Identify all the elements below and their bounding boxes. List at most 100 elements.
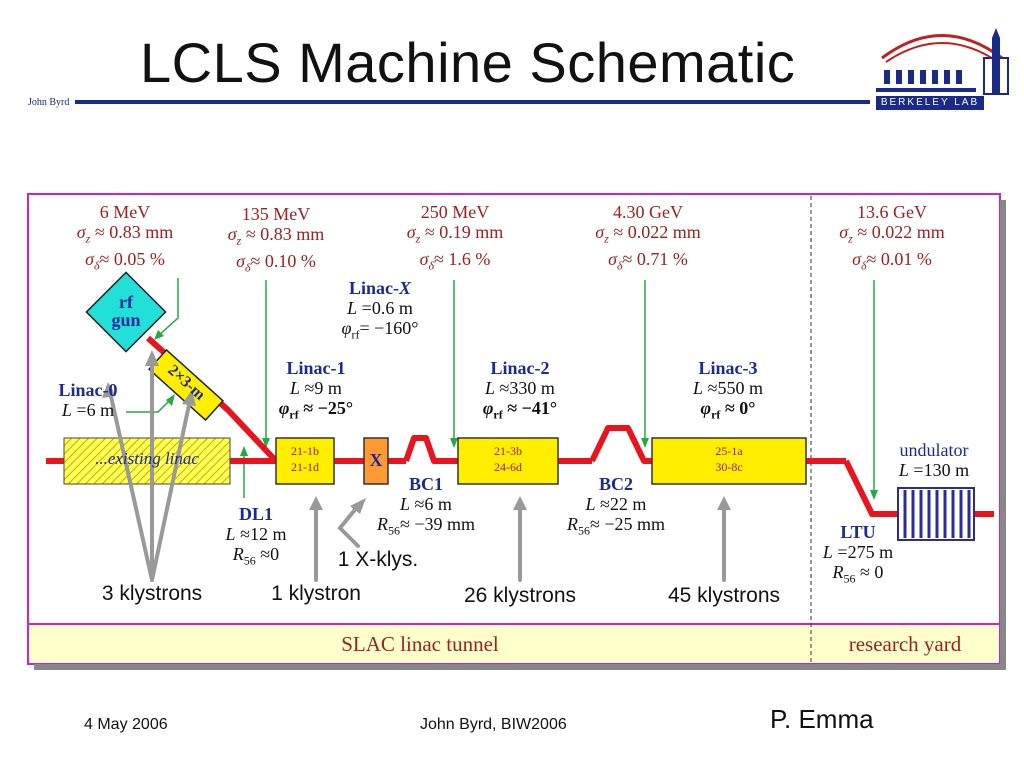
dl1-r56: ≈0: [260, 544, 280, 564]
linac3-box: [651, 437, 807, 485]
bc2-length: ≈22 m: [600, 494, 647, 514]
param-sigma-d: 0.05 %: [113, 248, 165, 269]
linac-x-label: Linac-X L =0.6 m φrf= −160°: [341, 278, 419, 342]
param-13gev: 13.6 GeV σz ≈ 0.022 mm σδ≈ 0.01 %: [839, 202, 945, 273]
param-135mev: 135 MeV σz ≈ 0.83 mm σδ≈ 0.10 %: [227, 204, 325, 275]
param-energy: 6 MeV: [99, 202, 151, 222]
existing-linac-label: ...existing linac: [95, 449, 199, 468]
linac3-box-label: 25-1a 30-8c: [652, 443, 806, 475]
klystrons-x-label: 1 X-klys.: [337, 548, 419, 571]
param-250mev: 250 MeV σz ≈ 0.19 mm σδ≈ 1.6 %: [406, 202, 504, 273]
pointer-arrowheads: [154, 330, 878, 500]
undulator-stripes: [903, 490, 971, 538]
klystron-arrowheads: [102, 350, 731, 514]
berkeley-lab-logo: [876, 28, 1009, 95]
klystrons-45-label: 45 klystrons: [667, 584, 781, 607]
linac0-name: Linac-0: [58, 380, 118, 400]
bc1-name: BC1: [408, 474, 444, 494]
undulator-length: =130 m: [913, 460, 970, 480]
param-sigma-d: 0.01 %: [880, 248, 932, 269]
dl1-name: DL1: [238, 504, 273, 524]
bc2-name: BC2: [598, 474, 634, 494]
dl1-label: DL1 L ≈12 m R56 ≈0: [225, 504, 287, 568]
param-sigma-d: 1.6 %: [448, 248, 491, 269]
klystrons-3-label: 3 klystrons: [101, 582, 203, 605]
linac-x-suffix: X: [398, 278, 412, 298]
param-energy: 135 MeV: [241, 204, 311, 224]
klystron-arrows: [108, 358, 726, 582]
pointer-6mev: [157, 278, 179, 337]
linac2-box: [457, 437, 559, 485]
linac3-sector-start: 25-1a: [715, 444, 743, 458]
footer-center: John Byrd, BIW2006: [420, 716, 567, 733]
klystrons-1-label: 1 klystron: [271, 582, 361, 605]
bc1-r56: ≈ −39 mm: [399, 514, 476, 534]
param-sigma-z: 0.022 mm: [871, 222, 945, 242]
frame-shadow: [1000, 200, 1006, 670]
cavity-2x3m-shape: [148, 348, 224, 422]
klystrons-26-label: 26 klystrons: [463, 584, 577, 607]
param-energy: 13.6 GeV: [857, 202, 927, 222]
title-rule: [75, 100, 870, 104]
x-box: [363, 437, 389, 485]
linac3-length: ≈550 m: [707, 378, 763, 398]
linac2-box-label: 21-3b 24-6d: [458, 443, 558, 475]
x-box-label: X: [369, 450, 383, 470]
linac-x-name: Linac-: [348, 278, 399, 298]
param-6mev: 6 MeV σz ≈ 0.83 mm σδ≈ 0.05 %: [76, 202, 174, 273]
undulator-name: undulator: [899, 440, 969, 460]
param-energy: 4.30 GeV: [613, 202, 683, 222]
logo-text: BERKELEY LAB: [876, 96, 984, 110]
linac3-name: Linac-3: [698, 358, 758, 378]
bc1-label: BC1 L ≈6 m R56≈ −39 mm: [376, 474, 476, 538]
linac2-phase: ≈ −41°: [507, 398, 558, 418]
linac1-box-label: 21-1b 21-1d: [276, 443, 334, 475]
linac2-name: Linac-2: [490, 358, 550, 378]
linac2-label: Linac-2 L ≈330 m φrf ≈ −41°: [482, 358, 558, 422]
rf-gun-label: rf gun: [111, 293, 140, 329]
param-4gev: 4.30 GeV σz ≈ 0.022 mm σδ≈ 0.71 %: [595, 202, 701, 273]
linac1-sector-start: 21-1b: [291, 444, 319, 458]
param-sigma-z: 0.19 mm: [439, 222, 504, 242]
linac-x-phase: = −160°: [359, 318, 419, 338]
bc2-r56: ≈ −25 mm: [589, 514, 666, 534]
research-yard-label: research yard: [848, 632, 962, 656]
footer-date: 4 May 2006: [84, 716, 168, 733]
slide-title: LCLS Machine Schematic: [140, 31, 796, 94]
credit: P. Emma: [770, 704, 874, 734]
bc1-length: ≈6 m: [414, 494, 452, 514]
linac1-box: [275, 437, 335, 485]
undulator-label: undulator L =130 m: [898, 440, 970, 480]
ltu-name: LTU: [840, 522, 876, 542]
linac1-label: Linac-1 L ≈9 m φrf ≈ −25°: [278, 358, 354, 422]
rf-gun-line1: rf: [119, 292, 133, 312]
linac1-name: Linac-1: [286, 358, 346, 378]
linac2-length: ≈330 m: [499, 378, 555, 398]
slac-tunnel-label: SLAC linac tunnel: [341, 632, 499, 656]
param-sigma-d: 0.71 %: [636, 248, 688, 269]
linac2-sector-end: 24-6d: [494, 460, 522, 474]
ltu-r56: ≈ 0: [860, 562, 884, 582]
param-sigma-z: 0.022 mm: [627, 222, 701, 242]
linac1-length: ≈9 m: [304, 378, 342, 398]
param-sigma-d: 0.10 %: [264, 250, 316, 271]
bc2-chicane: [589, 425, 652, 464]
bc1-chicane: [403, 435, 458, 464]
linac3-phase: ≈ 0°: [724, 398, 756, 418]
rf-gun-line2: gun: [111, 310, 141, 330]
ltu-label: LTU L =275 m R56 ≈ 0: [822, 522, 894, 586]
param-energy: 250 MeV: [420, 202, 490, 222]
schematic-frame: [27, 193, 1001, 665]
author-tag: John Byrd: [28, 97, 70, 108]
pointer-linac0: [126, 397, 173, 413]
linac1-sector-end: 21-1d: [291, 460, 319, 474]
linac0-length: =6 m: [76, 400, 115, 420]
existing-linac-box: [63, 437, 231, 485]
dl1-length: ≈12 m: [240, 524, 287, 544]
linac1-phase: ≈ −25°: [303, 398, 354, 418]
linac0-label: Linac-0 L =6 m: [58, 380, 118, 420]
linac-x-length: =0.6 m: [361, 298, 413, 318]
linac3-sector-end: 30-8c: [715, 460, 743, 474]
linac2-sector-start: 21-3b: [494, 444, 522, 458]
